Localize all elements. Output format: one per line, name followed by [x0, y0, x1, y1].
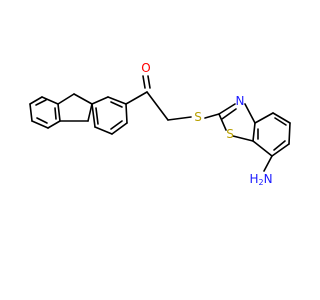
bond: [54, 107, 57, 120]
bond: [110, 101, 123, 108]
bond: [125, 103, 128, 124]
bond: [252, 122, 256, 142]
bond: [41, 96, 59, 105]
bond: [31, 120, 49, 129]
bond: [125, 91, 148, 105]
bond: [252, 140, 273, 157]
bond: [57, 93, 75, 105]
amine-n-label: N: [264, 172, 273, 186]
bond: [272, 112, 291, 124]
bond: [218, 103, 236, 115]
molecule-canvas: O S N S H2N: [29, 61, 291, 187]
bond: [221, 108, 237, 120]
bond: [167, 116, 192, 121]
bond: [146, 91, 169, 121]
bond: [254, 112, 274, 124]
bond: [204, 113, 220, 119]
bond: [73, 93, 93, 105]
bond: [288, 122, 291, 145]
bond: [110, 120, 123, 130]
bond: [91, 96, 109, 105]
bond: [218, 113, 227, 131]
bond: [111, 122, 128, 135]
bond: [107, 96, 127, 105]
amine-h-label: H: [249, 172, 258, 186]
bond: [273, 140, 286, 151]
bond: [91, 103, 96, 128]
bond: [95, 107, 99, 125]
bond: [87, 103, 93, 122]
bond: [274, 117, 287, 126]
sulfur-thiazole-label: S: [226, 127, 234, 141]
bond: [29, 96, 43, 105]
nitrogen-thiazole-label: N: [236, 94, 245, 108]
amine-subscript: 2: [258, 178, 263, 187]
bond: [232, 135, 254, 142]
sulfur-thioether-label: S: [194, 110, 202, 124]
bond: [57, 103, 61, 122]
bond: [271, 143, 290, 157]
amine-label: H2N: [249, 172, 272, 187]
bond: [263, 155, 273, 172]
bond: [244, 103, 256, 124]
bond: [142, 75, 146, 89]
bond: [35, 99, 47, 106]
bond: [94, 126, 113, 135]
bond: [147, 75, 151, 89]
oxygen-atom-label: O: [141, 61, 150, 75]
bond: [29, 103, 33, 122]
molecule-structure: O S N S H2N: [29, 61, 291, 187]
bond: [47, 120, 61, 129]
bond: [36, 117, 48, 124]
